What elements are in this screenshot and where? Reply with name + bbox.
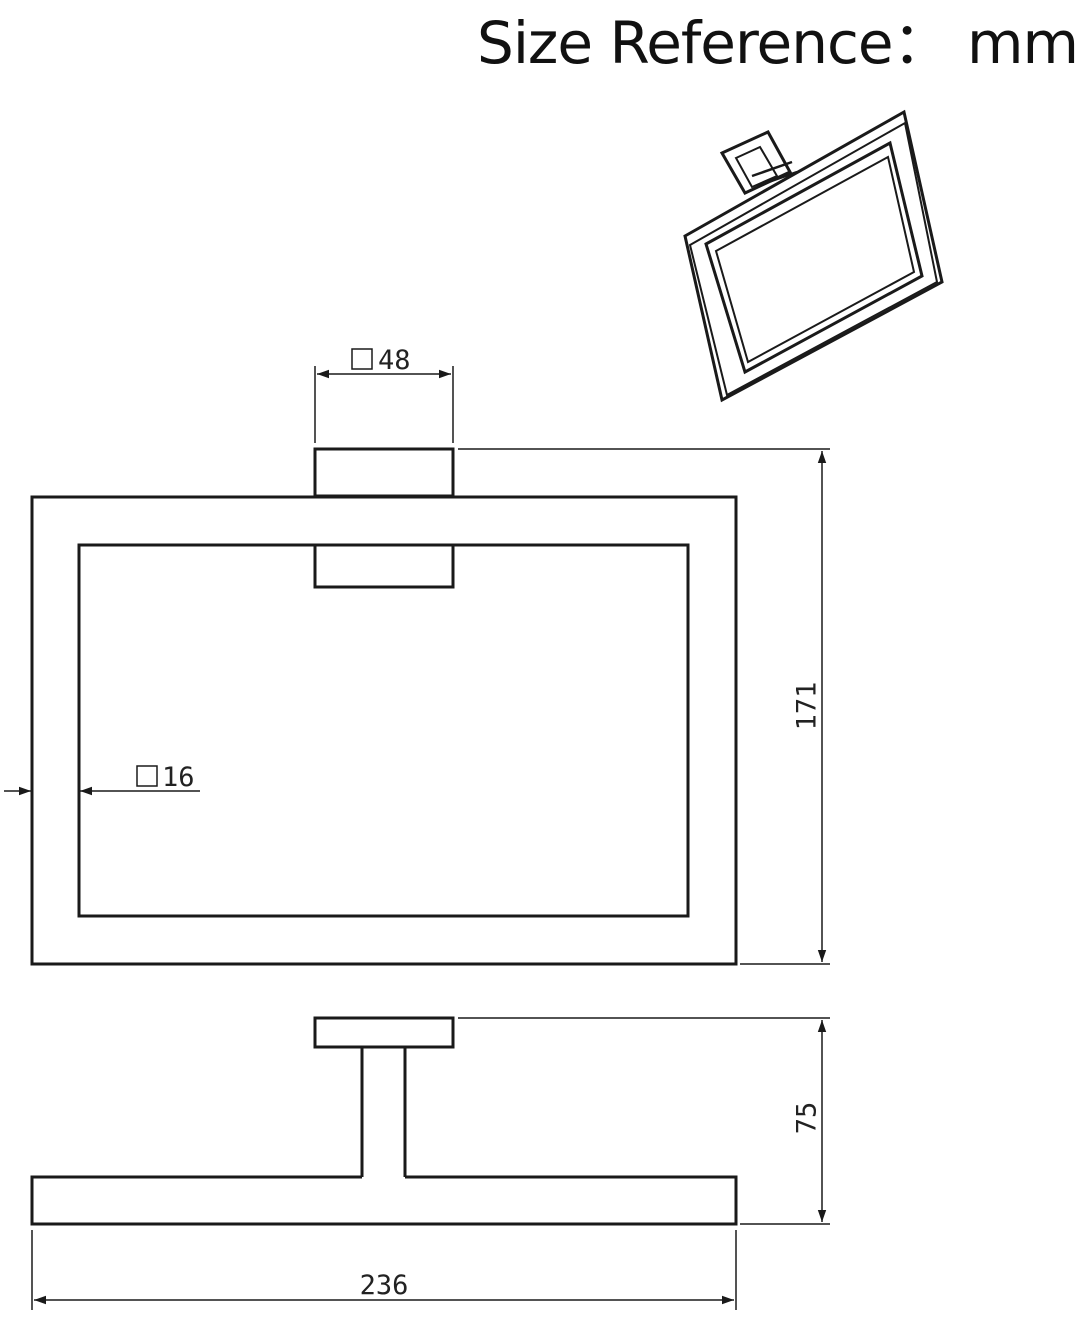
- dim-75: [458, 1017, 830, 1225]
- front-arm-block: [313, 545, 455, 589]
- iso-frame: [683, 109, 944, 403]
- iso-wall-plate: [719, 130, 793, 195]
- side-view: [30, 1016, 738, 1226]
- side-wall-plate: [313, 1016, 455, 1049]
- side-arm: [360, 1047, 407, 1177]
- dim-75-label: 75: [792, 1102, 823, 1135]
- dim-171: [458, 448, 830, 965]
- dim-16-label: 16: [162, 762, 195, 793]
- iso-arm: [751, 160, 798, 188]
- dim-48: [314, 348, 454, 443]
- dim-236-label: 236: [360, 1270, 409, 1301]
- dim-48-label: 48: [378, 345, 411, 376]
- front-wall-plate: [313, 447, 455, 498]
- isometric-view: [683, 109, 944, 403]
- side-bar: [30, 1175, 738, 1226]
- front-view: [30, 447, 738, 966]
- front-outer-frame: [30, 495, 738, 966]
- square-symbol-16: [136, 765, 158, 787]
- size-reference-title: Size Reference： mm: [477, 9, 1079, 77]
- square-symbol-48: [351, 348, 373, 370]
- front-inner-frame: [77, 543, 690, 918]
- dim-16: [4, 765, 200, 796]
- dim-236: [31, 1230, 737, 1310]
- dim-171-label: 171: [792, 682, 823, 731]
